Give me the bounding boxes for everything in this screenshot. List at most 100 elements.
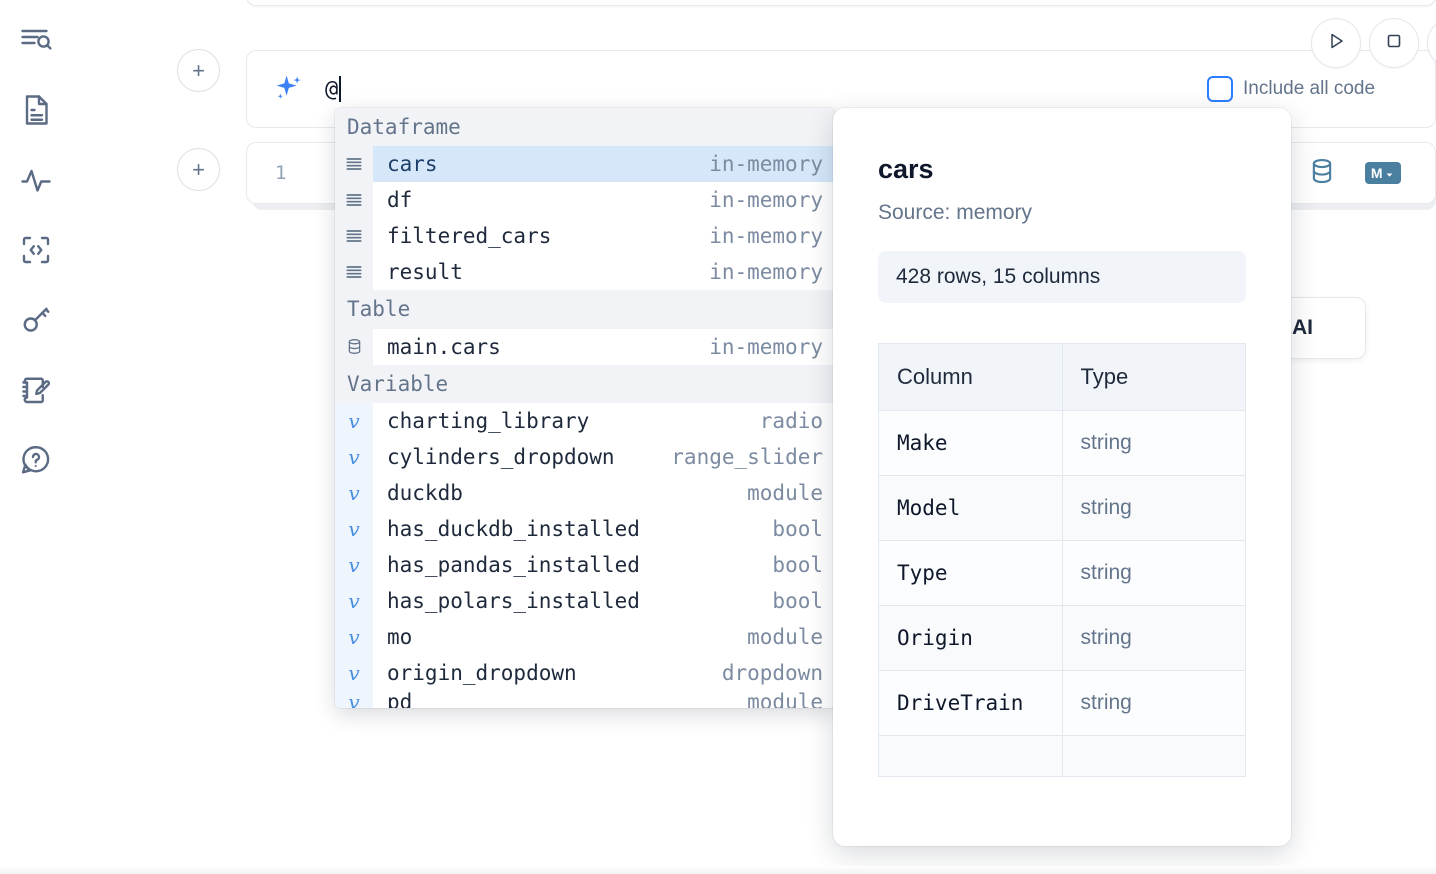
completion-item-type: in-memory [709, 224, 823, 249]
completion-item-type: in-memory [709, 260, 823, 285]
dataframe-detail-popover: cars Source: memory 428 rows, 15 columns… [833, 108, 1291, 846]
column-header-type: Type [1061, 343, 1246, 411]
completion-item[interactable]: result in-memory [335, 254, 835, 291]
dataframe-rows-icon [335, 254, 373, 291]
detail-title: cars [878, 154, 934, 184]
completion-item-name: df [387, 188, 413, 213]
run-controls [1311, 18, 1436, 68]
key-icon [18, 302, 54, 338]
play-icon [1324, 29, 1348, 58]
schema-column-type: string [1061, 410, 1246, 476]
completion-item-name: pd [387, 691, 413, 708]
line-number: 1 [275, 162, 287, 184]
add-cell-below-button[interactable]: + [177, 148, 220, 191]
help-chat-icon [18, 442, 54, 478]
completion-item-name: cylinders_dropdown [387, 445, 615, 470]
completion-item-name: charting_library [387, 409, 590, 434]
completion-item[interactable]: v has_pandas_installed bool [335, 547, 835, 584]
completion-item-type: bool [772, 517, 823, 542]
include-all-code-label: Include all code [1243, 78, 1376, 99]
sidebar-item-scratchpad[interactable] [14, 368, 58, 412]
run-button[interactable] [1311, 18, 1361, 68]
schema-column-type: string [1061, 540, 1246, 606]
completion-item-name: origin_dropdown [387, 661, 577, 686]
completion-item[interactable]: v has_duckdb_installed bool [335, 511, 835, 548]
stop-square-icon [1382, 29, 1406, 58]
sidebar-item-variables[interactable] [14, 158, 58, 202]
markdown-icon[interactable]: M [1364, 162, 1401, 184]
completion-item-type: bool [772, 553, 823, 578]
activity-pulse-icon [18, 162, 54, 198]
column-header-column: Column [878, 343, 1063, 411]
more-actions-button[interactable] [1427, 18, 1436, 68]
variable-icon: v [335, 691, 373, 708]
variable-icon: v [335, 511, 373, 548]
completion-item-name: has_pandas_installed [387, 553, 640, 578]
schema-column-type: string [1061, 670, 1246, 736]
sidebar-item-secrets[interactable] [14, 298, 58, 342]
sidebar-item-snippets[interactable] [14, 228, 58, 272]
completion-item-name: filtered_cars [387, 224, 552, 249]
sidebar-item-outline[interactable] [14, 18, 58, 62]
completion-item-type: module [747, 625, 823, 650]
cell-toolbar: M [1307, 156, 1401, 191]
table-row [878, 735, 1246, 777]
completion-item-type: module [747, 691, 823, 708]
completion-item[interactable]: filtered_cars in-memory [335, 218, 835, 255]
database-icon [335, 328, 373, 365]
schema-column-type: string [1061, 605, 1246, 671]
variable-icon: v [335, 547, 373, 584]
completion-item-name: duckdb [387, 481, 463, 506]
previous-cell-partial [246, 0, 1436, 6]
ai-prompt-input[interactable]: @ [325, 76, 342, 102]
text-cursor [339, 76, 342, 102]
variable-icon: v [335, 619, 373, 656]
sidebar-item-help[interactable] [14, 438, 58, 482]
completion-item-type: module [747, 481, 823, 506]
sidebar-item-files[interactable] [14, 88, 58, 132]
sidebar-rail [0, 0, 72, 874]
page-bottom-edge [0, 866, 1436, 874]
completion-item-name: mo [387, 625, 413, 650]
detail-shape-badge: 428 rows, 15 columns [878, 251, 1246, 303]
completion-item-type: dropdown [721, 661, 823, 686]
completion-item-type: range_slider [671, 445, 823, 470]
table-header-row: Column Type [878, 343, 1246, 411]
plus-icon: + [192, 156, 205, 182]
interrupt-button[interactable] [1369, 18, 1419, 68]
include-all-code-control[interactable]: Include all code [1207, 76, 1375, 102]
database-icon[interactable] [1307, 156, 1337, 191]
schema-column-name: DriveTrain [878, 670, 1063, 736]
dataframe-rows-icon [335, 182, 373, 219]
completion-item-name: has_duckdb_installed [387, 517, 640, 542]
sparkle-icon [271, 72, 305, 106]
plus-icon: + [192, 57, 205, 83]
add-cell-above-button[interactable]: + [177, 49, 220, 92]
schema-column-name: Origin [878, 605, 1063, 671]
variable-icon: v [335, 583, 373, 620]
code-brackets-icon [18, 232, 54, 268]
generate-with-ai-label: AI [1292, 316, 1313, 339]
completion-group-header: Dataframe [335, 108, 835, 147]
schema-column-name: Type [878, 540, 1063, 606]
include-all-code-checkbox[interactable] [1207, 76, 1233, 102]
completion-item-name: result [387, 260, 463, 285]
